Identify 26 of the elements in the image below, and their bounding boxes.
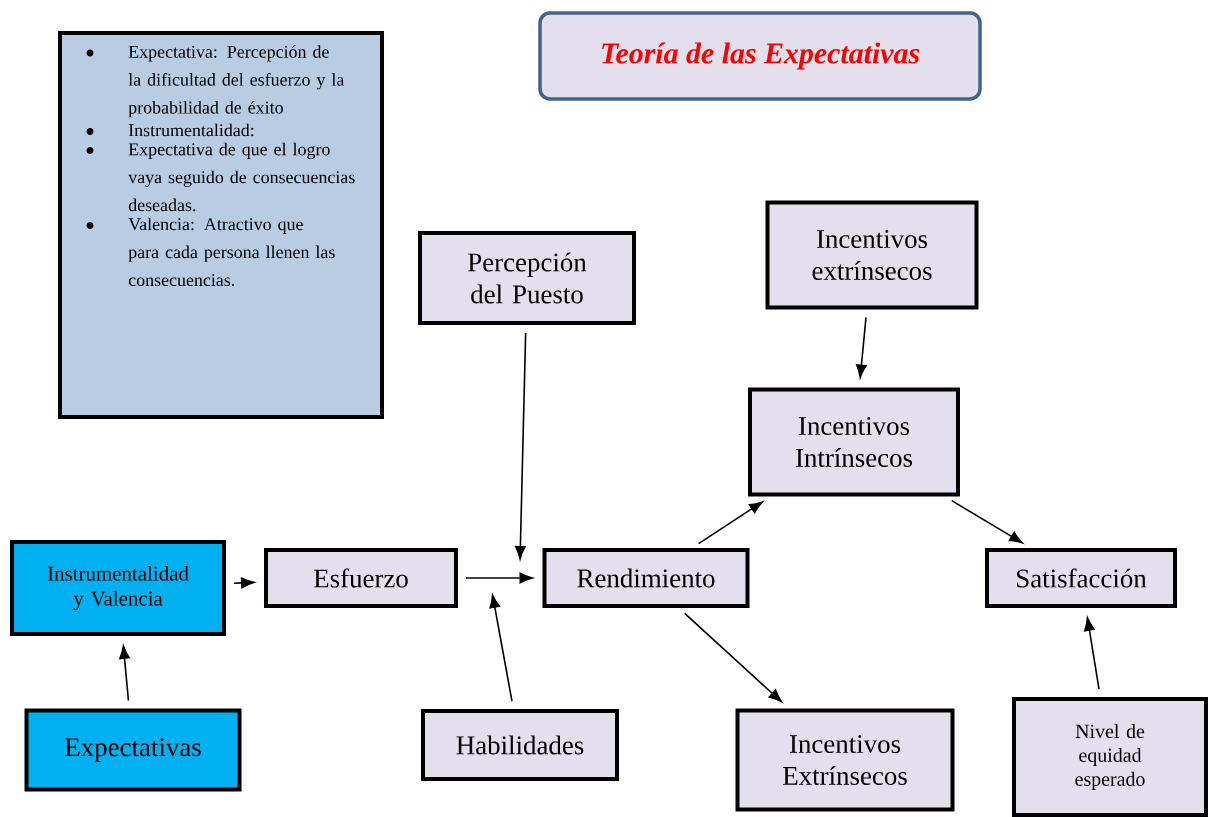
process-box: Habilidades [421,709,619,781]
arrow [1084,617,1100,690]
process-box: Incentivos Intrínsecos [748,387,960,497]
arrow [515,332,527,560]
bullet-text: Expectativa: Percepción de la dificultad del esfuerzo y la probabilidad de éxito [128,45,345,118]
process-box: Expectativas [24,708,242,792]
arrow [950,499,1023,544]
bullet-text: Valencia: Atractivo que para cada persona llenen las consecuencias. [128,217,335,287]
arrow [683,612,782,703]
arrow [489,594,513,702]
process-box: Esfuerzo [264,548,458,608]
process-box: Nivel de equidad esperado [1012,697,1208,817]
process-box: Rendimiento [542,548,750,608]
arrow [119,645,130,702]
process-box: Incentivos extrínsecos [765,200,979,310]
title-box: Teoría de las Expectativas [538,11,982,101]
arrow [465,572,533,584]
process-box: Instrumentalidad y Valencia [10,540,226,636]
arrow [856,316,867,379]
arrow [233,577,255,589]
bullet-text: Expectativa de que el logro vaya seguido de consecuencias deseadas. [128,142,355,212]
bullet-text: Instrumentalidad: [128,123,254,137]
process-box: Incentivos Extrínsecos [735,708,955,812]
arrow [697,501,763,545]
process-box: Percepción del Puesto [418,231,636,325]
process-box: Satisfacción [985,548,1177,608]
